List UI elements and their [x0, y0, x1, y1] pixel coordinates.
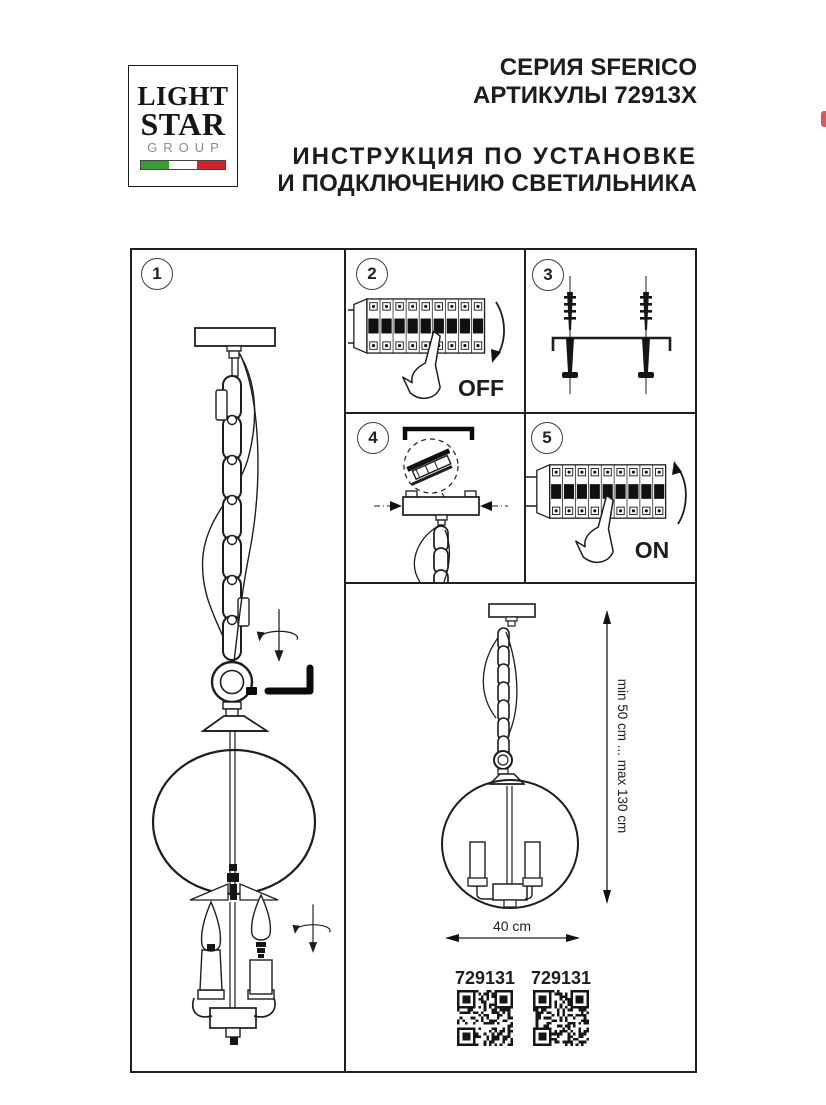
glass-sphere: [441, 779, 579, 909]
anchors-drawing: [551, 276, 672, 395]
flag-red: [197, 161, 225, 169]
height-dimension-label: min 50 cm ... max 130 cm: [615, 679, 630, 834]
qr-label-1: 729131: [455, 968, 515, 988]
step-1-number: 1: [141, 258, 173, 290]
rotate-arrow-icon: [255, 608, 299, 663]
step-3-number: 3: [532, 259, 564, 291]
candle-bulb: [250, 893, 272, 941]
header-titles: СЕРИЯ SFERICO АРТИКУЛЫ 72913X ИНСТРУКЦИЯ…: [277, 54, 697, 197]
terminal-block-icon: [406, 448, 453, 486]
arrow-left-icon: [480, 501, 492, 511]
arrow-up-icon: [672, 461, 682, 475]
step-3-panel: 3: [526, 250, 695, 414]
step-5-number: 5: [531, 422, 563, 454]
series-name: СЕРИЯ SFERICO: [499, 54, 697, 81]
screw-anchor-icon: [561, 276, 579, 395]
arrow-right-icon: [390, 501, 402, 511]
rotate-arrow-icon: [291, 903, 331, 954]
italian-flag-stripe: [140, 160, 226, 170]
logo-word-light: LIGHT: [137, 81, 229, 111]
doc-title-line2: И ПОДКЛЮЧЕНИЮ СВЕТИЛЬНИКА: [277, 170, 697, 197]
scan-edge-artifact: [821, 111, 826, 127]
instruction-grid: 1: [130, 248, 697, 1073]
width-dimension-label: 40 cm: [493, 918, 531, 934]
zoom-bubble: [403, 438, 459, 494]
candle-bulb: [200, 900, 222, 952]
qr-code: [533, 990, 589, 1046]
height-dimension: min 50 cm ... max 130 cm: [603, 610, 630, 904]
circuit-breaker-icon: [536, 464, 667, 519]
ceiling-bracket: [402, 426, 475, 440]
breaker-on-drawing: ON: [526, 461, 687, 564]
step-4-panel: 4: [346, 414, 526, 584]
step-2-panel: 2 OFF: [346, 250, 526, 414]
result-panel: min 50 cm ... max 130 cm 40 cm 729131 72…: [346, 584, 695, 1071]
off-label: OFF: [458, 375, 504, 401]
article-number: АРТИКУЛЫ 72913X: [473, 82, 697, 109]
lightstar-logo: LIGHT STAR GROUP: [128, 65, 238, 187]
qr-label-2: 729131: [531, 968, 591, 988]
width-dimension: 40 cm: [445, 918, 580, 942]
arrow-down-icon: [491, 349, 501, 363]
chandelier-assembly-drawing: [151, 327, 331, 1045]
circuit-breaker-icon: [353, 298, 486, 354]
canopy: [402, 496, 480, 516]
qr-code: [457, 990, 513, 1046]
screw-anchor-icon: [637, 276, 655, 395]
allen-key-icon: [246, 664, 314, 695]
logo-word-group: GROUP: [147, 140, 225, 155]
step-4-number: 4: [357, 422, 389, 454]
dimensioned-lamp-drawing: min 50 cm ... max 130 cm 40 cm 729131 72…: [441, 603, 630, 988]
chain: [215, 375, 250, 661]
step-5-panel: 5 ON: [526, 414, 695, 584]
flag-white: [169, 161, 197, 169]
canopy-mounting-drawing: [374, 426, 508, 582]
glass-sphere: [151, 748, 317, 896]
doc-title-line1: ИНСТРУКЦИЯ ПО УСТАНОВКЕ: [292, 143, 697, 170]
chain: [497, 627, 510, 759]
breaker-off-drawing: OFF: [348, 298, 505, 401]
step-1-panel: 1: [132, 250, 346, 1071]
step-2-number: 2: [356, 258, 388, 290]
on-label: ON: [635, 537, 670, 563]
mounting-bar: [551, 336, 672, 351]
flag-green: [141, 161, 169, 169]
logo-word-star: STAR: [140, 106, 226, 142]
